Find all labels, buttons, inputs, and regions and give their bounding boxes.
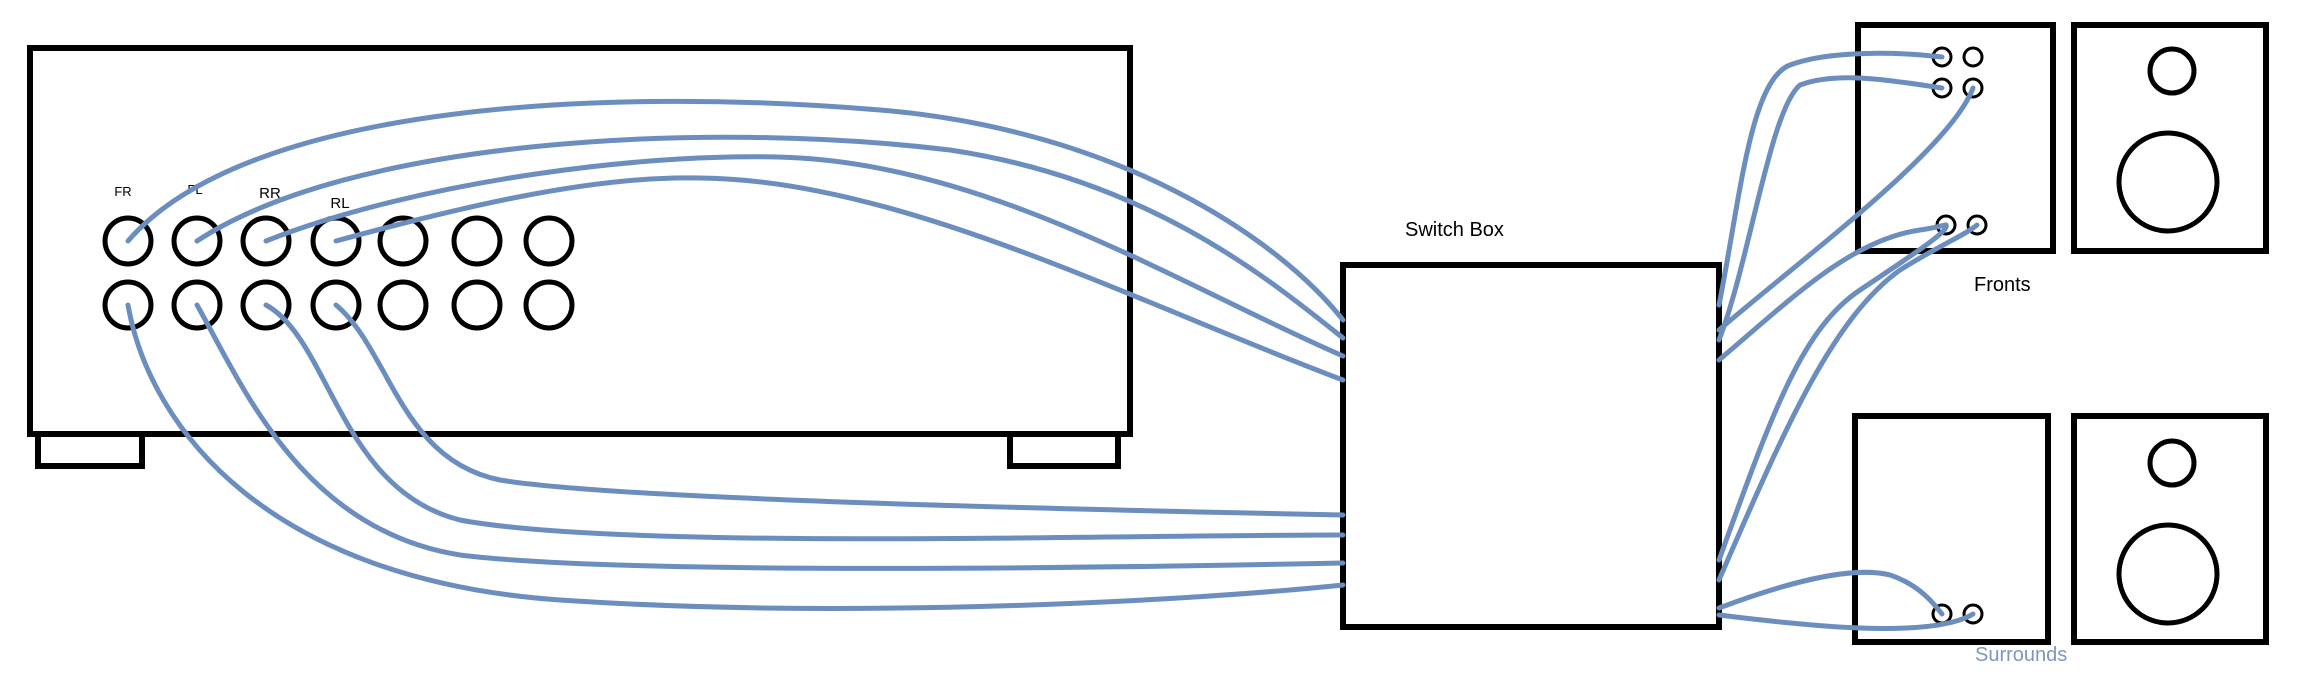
front-woofer [2116,130,2220,234]
front-post-2 [1962,46,1984,68]
surround-speaker-cabinet [2071,413,2269,645]
wire-rr-bottom [263,302,1346,542]
wire-rr-top [263,154,1346,359]
jack-bottom-5 [377,279,429,331]
jack-top-fl [171,215,223,267]
jack-top-5 [377,215,429,267]
fronts-label: Fronts [1974,274,2031,296]
jack-bottom-7 [523,279,575,331]
wire-fl-top [194,134,1346,341]
wire-front-3 [1716,85,1976,333]
wire-front-2 [1716,75,1945,343]
switch-box-body [1340,262,1722,630]
surround-woofer [2116,522,2220,626]
receiver-foot-right [1007,431,1121,469]
wire-fl-bottom [194,302,1346,571]
wire-surround-3 [1716,569,1945,617]
wire-rl-bottom [333,302,1346,518]
wire-front-4 [1716,222,1949,363]
wire-fr-top [125,98,1346,323]
jack-top-6 [451,215,503,267]
wire-front-1 [1716,50,1945,308]
wire-surround-2 [1716,222,1980,583]
label-rl: RL [330,195,349,212]
receiver-foot-left [35,431,145,469]
switch-box-label: Switch Box [1405,219,1504,241]
jack-bottom-6 [451,279,503,331]
surround-terminal-panel [1852,413,2051,645]
surround-speakers: Surrounds [1852,413,2269,666]
label-fr: FR [114,184,131,199]
front-post-6 [1966,214,1988,236]
jack-bottom-fr [102,279,154,331]
surrounds-label: Surrounds [1975,644,2067,666]
receiver: FR FL RR RL [27,45,1133,469]
jack-bottom-fl [171,279,223,331]
switch-box: Switch Box [1340,219,1722,630]
jack-bottom-rl [310,279,362,331]
wire-fr-bottom [125,302,1346,611]
surround-tweeter [2147,438,2197,488]
wire-rl-top [333,175,1346,383]
wire-surround-4 [1716,611,1976,631]
front-speakers: Fronts [1855,22,2269,296]
jack-bottom-rr [240,279,292,331]
wires [125,50,1980,631]
front-tweeter [2147,46,2197,96]
front-post-4 [1962,77,1984,99]
jack-top-fr [102,215,154,267]
receiver-body [27,45,1133,437]
wire-surround-1 [1716,222,1949,563]
jack-top-rr [240,215,292,267]
label-rr: RR [259,185,281,202]
front-terminal-panel [1855,22,2056,254]
surround-post-2 [1962,603,1984,625]
front-speaker-cabinet [2071,22,2269,254]
jack-top-7 [523,215,575,267]
